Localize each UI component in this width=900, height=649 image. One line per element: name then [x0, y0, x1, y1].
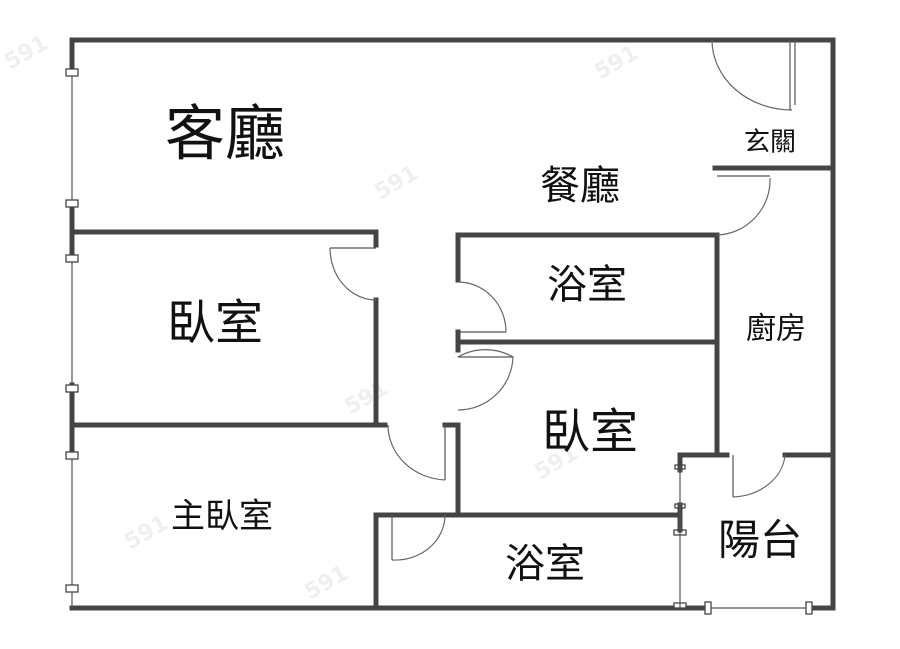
interior-walls	[69, 40, 836, 611]
svg-text:591: 591	[371, 161, 423, 206]
svg-text:591: 591	[591, 41, 643, 86]
svg-text:591: 591	[1, 31, 53, 76]
label-bedroom-2: 臥室	[542, 404, 638, 460]
label-bathroom-2: 浴室	[505, 541, 585, 587]
room-labels: 客廳 餐廳 玄關 浴室 廚房 臥室 臥室 主臥室 浴室 陽台	[165, 100, 806, 587]
label-entrance: 玄關	[744, 128, 796, 158]
label-living-room: 客廳	[165, 100, 285, 170]
label-balcony: 陽台	[718, 516, 802, 565]
svg-text:591: 591	[341, 376, 393, 421]
label-bathroom-1: 浴室	[547, 262, 627, 308]
label-dining-room: 餐廳	[540, 163, 620, 209]
label-master-bedroom: 主臥室	[171, 497, 273, 537]
svg-text:591: 591	[121, 511, 173, 556]
label-bedroom-1: 臥室	[167, 295, 263, 351]
doors	[329, 39, 793, 561]
outer-walls	[69, 37, 836, 611]
watermarks: 591 591 591 591 591 591 591	[1, 31, 643, 606]
svg-text:591: 591	[301, 561, 353, 606]
label-kitchen: 廚房	[746, 312, 806, 347]
